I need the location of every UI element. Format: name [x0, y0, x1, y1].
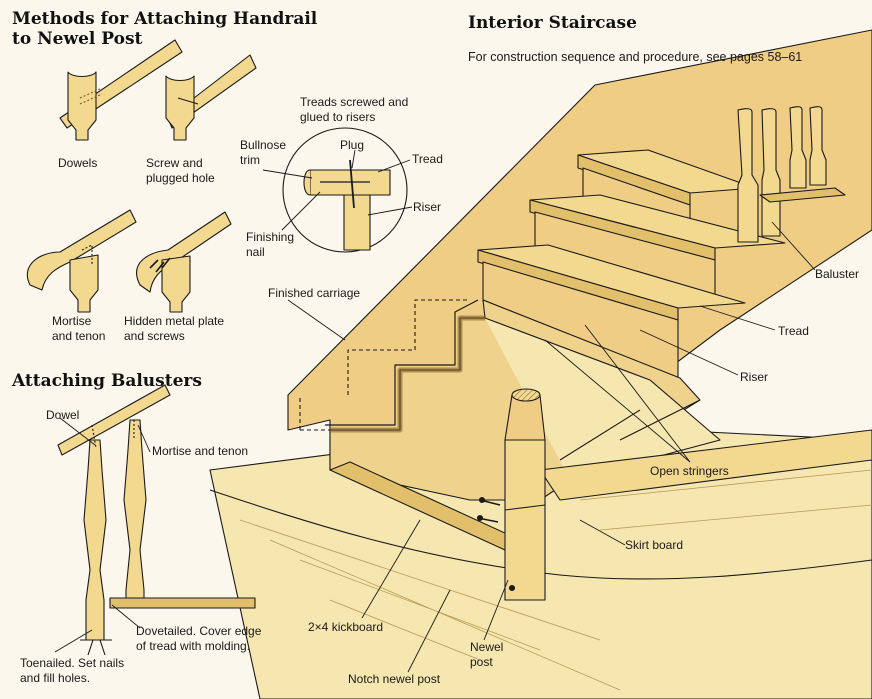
subtitle: For construction sequence and procedure,…	[468, 50, 803, 64]
heading-attaching-balusters: Attaching Balusters	[12, 371, 202, 391]
label-hidden-plate-line1: Hidden metal plate	[124, 314, 225, 328]
handrail-mortise	[26, 209, 137, 313]
label-hidden-plate: Hidden metal plate and screws	[124, 314, 224, 344]
label-newel-post-line1: Newel	[470, 640, 504, 654]
label-toenailed: Toenailed. Set nails and fill holes.	[20, 656, 124, 686]
heading-handrail-methods: Methods for Attaching Handrail to Newel …	[12, 9, 318, 49]
label-mortise-tenon-rail-line1: Mortise	[52, 314, 92, 328]
label-tread-detail: Tread	[412, 152, 443, 166]
label-baluster: Baluster	[815, 267, 860, 281]
heading-handrail-line1: Methods for Attaching Handrail	[12, 9, 318, 29]
label-finishing-nail: Finishing nail	[246, 230, 294, 260]
label-mortise-tenon-rail-line2: and tenon	[52, 329, 106, 343]
handrail-screw	[165, 54, 257, 141]
label-treads-screwed-line1: Treads screwed and	[300, 95, 409, 109]
label-newel-post-line2: post	[470, 655, 493, 669]
handrail-hidden-plate	[136, 211, 232, 313]
joint-detail-circle	[282, 127, 408, 253]
label-kickboard: 2×4 kickboard	[308, 620, 384, 634]
label-treads-screwed: Treads screwed and glued to risers	[300, 95, 408, 125]
label-treads-screwed-line2: glued to risers	[300, 110, 376, 124]
handrail-dowels	[59, 39, 183, 141]
label-dowel: Dowel	[46, 408, 80, 422]
label-bullnose-line2: trim	[240, 153, 260, 167]
label-mortise-tenon-baluster: Mortise and tenon	[152, 444, 249, 458]
heading-interior-staircase: Interior Staircase	[468, 13, 637, 33]
label-dovetailed-line2: of tread with molding.	[136, 639, 251, 653]
skirt-board	[539, 429, 872, 501]
label-bullnose-line1: Bullnose	[240, 138, 287, 152]
label-screw-plug-line2: plugged hole	[146, 171, 215, 185]
label-tread: Tread	[778, 324, 809, 338]
label-riser: Riser	[740, 370, 769, 384]
upper-steps	[477, 149, 786, 379]
label-plug: Plug	[340, 138, 365, 152]
label-skirt-board: Skirt board	[625, 538, 684, 552]
label-screw-plug: Screw and plugged hole	[146, 156, 215, 186]
label-notch-newel: Notch newel post	[348, 672, 441, 686]
newel-post	[476, 388, 546, 601]
heading-handrail-line2: to Newel Post	[12, 28, 143, 49]
label-finishing-nail-line2: nail	[246, 245, 265, 259]
leader-lines	[54, 149, 816, 673]
label-open-stringers: Open stringers	[650, 464, 729, 478]
label-dovetailed-line1: Dovetailed. Cover edge	[136, 624, 262, 638]
label-hidden-plate-line2: and screws	[124, 329, 185, 343]
label-riser-detail: Riser	[413, 200, 442, 214]
label-finished-carriage: Finished carriage	[268, 286, 361, 300]
label-dowels: Dowels	[58, 156, 98, 170]
label-newel-post: Newel post	[470, 640, 503, 670]
label-dovetailed: Dovetailed. Cover edge of tread with mol…	[136, 624, 261, 654]
label-mortise-tenon-rail: Mortise and tenon	[52, 314, 105, 344]
balusters-group	[737, 106, 846, 243]
label-screw-plug-line1: Screw and	[146, 156, 203, 170]
label-bullnose: Bullnose trim	[240, 138, 286, 168]
label-toenailed-line1: Toenailed. Set nails	[20, 656, 125, 670]
label-toenailed-line2: and fill holes.	[20, 671, 91, 685]
label-finishing-nail-line1: Finishing	[246, 230, 295, 244]
